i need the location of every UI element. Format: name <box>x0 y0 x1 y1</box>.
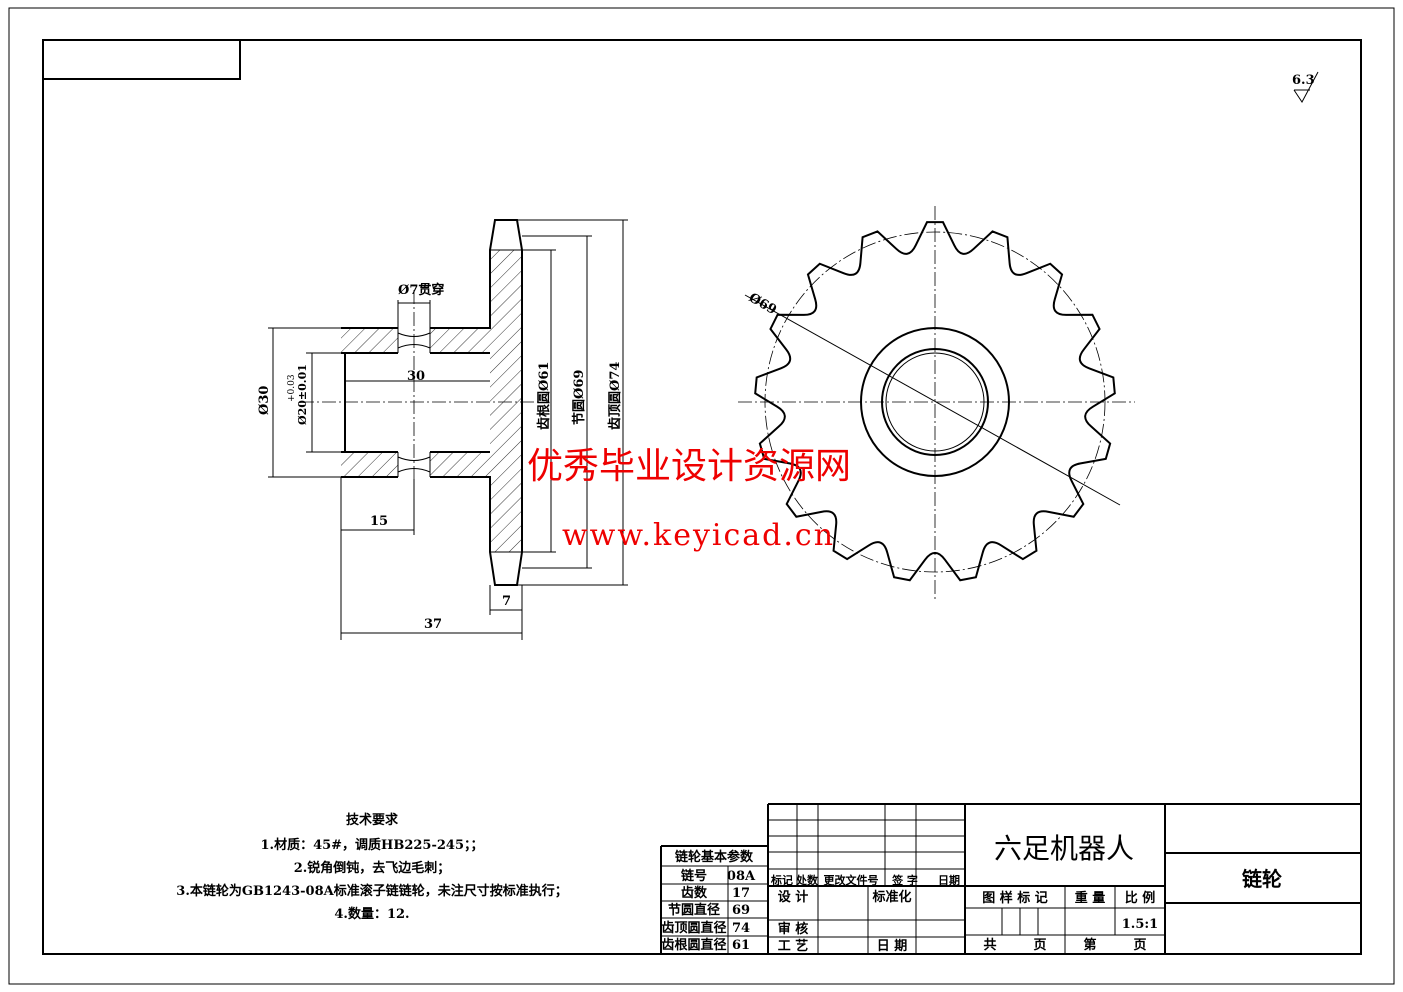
svg-text:链号: 链号 <box>680 868 707 884</box>
svg-text:页: 页 <box>1033 938 1046 953</box>
params-table: 链轮基本参数 链号 08A 齿数 17 节圆直径 69 齿顶圆直径 74 齿根圆… <box>660 845 769 954</box>
svg-text:图 样 标 记: 图 样 标 记 <box>982 890 1048 906</box>
svg-text:处数: 处数 <box>795 873 819 887</box>
tech-requirements: 技术要求 1.材质：45#，调质HB225-245；； 2.锐角倒钝，去飞边毛刺… <box>176 812 567 922</box>
outer-border <box>8 7 1395 985</box>
svg-text:日期: 日期 <box>938 873 960 887</box>
svg-text:页: 页 <box>1133 938 1146 953</box>
svg-text:2.锐角倒钝，去飞边毛刺；: 2.锐角倒钝，去飞边毛刺； <box>294 860 451 876</box>
svg-text:节圆直径: 节圆直径 <box>668 902 720 918</box>
svg-text:链轮: 链轮 <box>1242 867 1282 891</box>
svg-text:69: 69 <box>732 903 750 918</box>
watermark-url: www.keyicad.cn <box>562 518 835 553</box>
svg-text:37: 37 <box>424 617 442 632</box>
svg-text:第: 第 <box>1083 937 1096 953</box>
code-box <box>42 39 241 80</box>
svg-text:4.数量：12.: 4.数量：12. <box>334 906 409 922</box>
svg-text:1.5:1: 1.5:1 <box>1122 917 1158 932</box>
svg-text:74: 74 <box>732 921 750 936</box>
svg-text:技术要求: 技术要求 <box>346 812 399 828</box>
svg-text:齿顶圆直径: 齿顶圆直径 <box>661 920 726 936</box>
svg-text:61: 61 <box>732 938 750 953</box>
roughness-symbol: 6.3 <box>1292 71 1319 103</box>
svg-text:链轮基本参数: 链轮基本参数 <box>674 849 754 865</box>
svg-text:齿根圆Ø61: 齿根圆Ø61 <box>536 362 552 430</box>
svg-text:更改文件号: 更改文件号 <box>824 873 879 887</box>
svg-text:比 例: 比 例 <box>1125 890 1156 906</box>
svg-text:Ø20±0.01: Ø20±0.01 <box>296 364 309 425</box>
svg-text:齿顶圆Ø74: 齿顶圆Ø74 <box>607 362 623 430</box>
svg-text:+0.03: +0.03 <box>287 374 297 402</box>
svg-text:6.3: 6.3 <box>1292 73 1315 88</box>
svg-text:30: 30 <box>407 369 425 384</box>
svg-text:共: 共 <box>983 937 996 953</box>
side-view: Ø7贯穿 30 Ø30 Ø20±0.01 +0.03 齿根圆Ø61 节圆Ø69 … <box>257 219 628 640</box>
svg-text:齿数: 齿数 <box>681 885 708 901</box>
svg-text:齿根圆直径: 齿根圆直径 <box>661 937 726 953</box>
svg-text:17: 17 <box>732 886 750 901</box>
svg-text:工 艺: 工 艺 <box>778 938 809 954</box>
svg-text:审 核: 审 核 <box>778 921 809 937</box>
svg-text:3.本链轮为GB1243-08A标准滚子链链轮，未注尺寸按标: 3.本链轮为GB1243-08A标准滚子链链轮，未注尺寸按标准执行； <box>176 883 567 899</box>
svg-text:六足机器人: 六足机器人 <box>994 832 1134 865</box>
svg-text:标记: 标记 <box>770 873 793 887</box>
svg-text:7: 7 <box>502 594 511 609</box>
watermark-title: 优秀毕业设计资源网 <box>527 446 851 487</box>
svg-text:标准化: 标准化 <box>871 889 911 905</box>
svg-text:1.材质：45#，调质HB225-245；；: 1.材质：45#，调质HB225-245；； <box>261 837 484 853</box>
svg-text:重 量: 重 量 <box>1075 890 1106 906</box>
svg-text:设 计: 设 计 <box>778 889 809 905</box>
svg-text:15: 15 <box>370 514 388 529</box>
svg-text:签 字: 签 字 <box>891 873 918 887</box>
svg-text:日 期: 日 期 <box>877 939 908 954</box>
svg-text:节圆Ø69: 节圆Ø69 <box>571 370 587 425</box>
svg-text:Ø30: Ø30 <box>257 386 272 415</box>
inner-border <box>42 39 1362 955</box>
title-block: 六足机器人 链轮 标记 处数 更改文件号 签 字 日期 设 计 标准化 审 核 … <box>767 803 1361 954</box>
svg-text:Ø69: Ø69 <box>746 290 779 318</box>
svg-text:Ø7贯穿: Ø7贯穿 <box>398 282 444 298</box>
sprocket-outline <box>754 221 1116 582</box>
svg-text:08A: 08A <box>727 869 756 884</box>
